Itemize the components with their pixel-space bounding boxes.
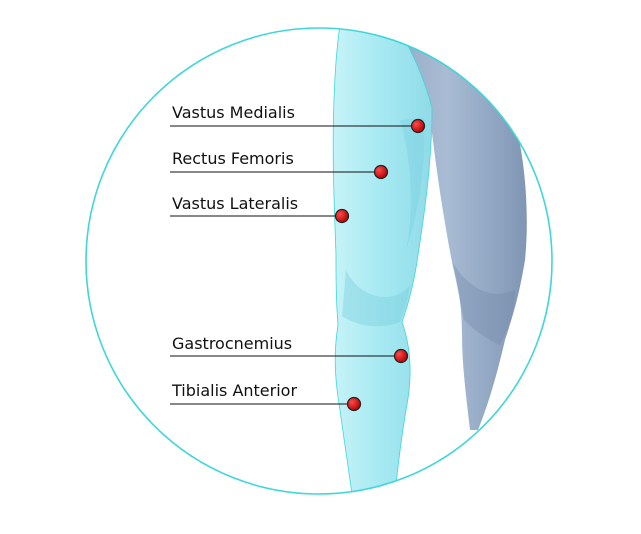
marker-dot-gastrocnemius[interactable] xyxy=(393,348,409,364)
label-vastus-lateralis: Vastus Lateralis xyxy=(172,194,298,213)
frame-circle xyxy=(85,27,553,495)
label-vastus-medialis: Vastus Medialis xyxy=(172,103,295,122)
label-rectus-femoris: Rectus Femoris xyxy=(172,149,294,168)
other-leg xyxy=(380,28,527,430)
marker-dot-vastus-lateralis[interactable] xyxy=(334,208,350,224)
marker-dot-tibialis-anterior[interactable] xyxy=(346,396,362,412)
thigh-shading xyxy=(400,118,425,250)
label-gastrocnemius: Gastrocnemius xyxy=(172,334,292,353)
knee-shading xyxy=(342,270,410,327)
marker-dot-rectus-femoris[interactable] xyxy=(373,164,389,180)
other-leg-shadow xyxy=(452,262,515,345)
label-tibialis-anterior: Tibialis Anterior xyxy=(171,381,297,400)
marker-dot-vastus-medialis[interactable] xyxy=(410,118,426,134)
highlighted-leg xyxy=(332,28,433,494)
